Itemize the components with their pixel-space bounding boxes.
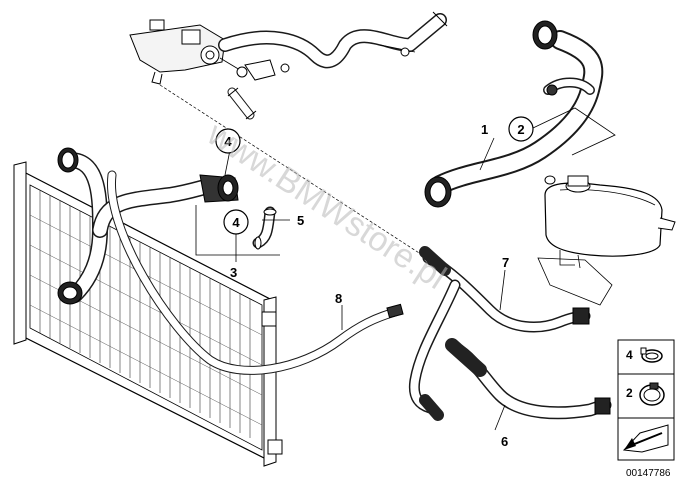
watermark: www.BMWstore.pl xyxy=(200,114,453,297)
assembly-reference-line xyxy=(159,84,431,261)
expansion-tank xyxy=(544,175,676,269)
legend-item-2: 2 xyxy=(626,386,633,400)
bracket-7 xyxy=(537,257,613,306)
hose-6 xyxy=(445,338,612,420)
callout-7: 7 xyxy=(502,255,509,270)
circle-ref-4-lower: 4 xyxy=(223,209,249,235)
callout-1: 1 xyxy=(481,122,488,137)
hose-clamp-large-icon xyxy=(639,382,665,406)
legend-item-4: 4 xyxy=(626,348,633,362)
callout-5: 5 xyxy=(297,213,304,228)
hose-8 xyxy=(107,170,404,375)
document-id: 00147786 xyxy=(626,468,671,479)
arrow-direction-icon xyxy=(622,424,669,453)
hose-connector xyxy=(408,279,461,421)
thermostat-housing xyxy=(129,11,448,120)
leader-lines xyxy=(195,137,506,431)
radiator xyxy=(13,161,283,467)
bracket-2 xyxy=(532,107,616,156)
ref-4-upper-label: 4 xyxy=(224,134,232,149)
callout-8: 8 xyxy=(335,291,342,306)
hose-clamp-small-icon xyxy=(640,347,663,363)
callout-6: 6 xyxy=(501,434,508,449)
hose-5 xyxy=(252,206,277,250)
hose-1 xyxy=(424,20,604,208)
clamp-legend: 4 2 xyxy=(617,339,675,461)
ref-4-lower-label: 4 xyxy=(232,215,240,230)
hose-7 xyxy=(419,246,591,333)
circle-ref-4-upper: 4 xyxy=(215,128,241,154)
upper-radiator-hose xyxy=(57,147,239,305)
circle-ref-2: 2 xyxy=(508,116,534,142)
ref-2-label: 2 xyxy=(517,122,524,137)
callout-3: 3 xyxy=(230,265,237,280)
